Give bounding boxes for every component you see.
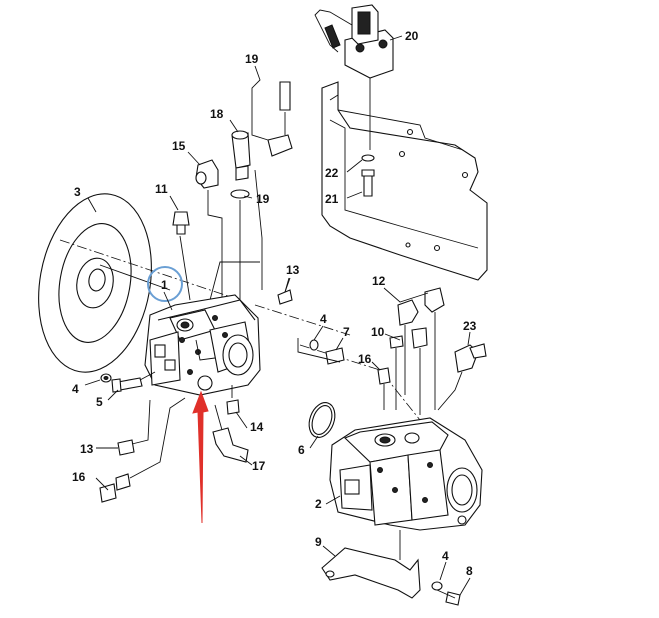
fitting-11 xyxy=(172,211,190,235)
label-16-left: 16 xyxy=(72,470,86,484)
label-18: 18 xyxy=(210,107,224,121)
pump-1 xyxy=(144,294,261,396)
red-arrow xyxy=(192,390,209,524)
bolt-21 xyxy=(361,169,375,197)
bolt-7 xyxy=(297,338,345,365)
washer-4-left xyxy=(100,373,112,383)
fitting-18 xyxy=(231,130,251,181)
label-12: 12 xyxy=(372,274,386,288)
highlight-circle xyxy=(147,266,183,302)
label-1: 1 xyxy=(161,278,168,292)
fitting-10 xyxy=(389,327,428,415)
label-2: 2 xyxy=(315,497,322,511)
washer-4-center xyxy=(309,339,319,351)
label-13-left: 13 xyxy=(80,442,94,456)
solenoid-valve xyxy=(314,4,394,150)
label-10: 10 xyxy=(371,325,385,339)
label-19-mid: 19 xyxy=(256,192,270,206)
label-8: 8 xyxy=(466,564,473,578)
coupling-plate xyxy=(38,193,241,373)
label-15: 15 xyxy=(172,139,186,153)
label-16-right: 16 xyxy=(358,352,372,366)
fitting-16-left xyxy=(99,397,186,503)
label-17: 17 xyxy=(252,459,266,473)
washer-4-bottom xyxy=(431,581,443,591)
label-5: 5 xyxy=(96,395,103,409)
fitting-13-left xyxy=(117,399,151,456)
label-13-top: 13 xyxy=(286,263,300,277)
label-11: 11 xyxy=(155,182,168,196)
label-7: 7 xyxy=(343,325,350,339)
elbow-17 xyxy=(212,404,249,463)
oring-6 xyxy=(308,402,336,438)
label-21: 21 xyxy=(325,192,339,206)
label-20: 20 xyxy=(405,29,419,43)
fitting-16-right xyxy=(377,367,391,410)
label-19-top: 19 xyxy=(245,52,259,66)
washer-22 xyxy=(361,154,375,162)
bracket-9 xyxy=(321,530,421,599)
elbow-fitting-23 xyxy=(437,343,487,411)
label-4-left: 4 xyxy=(72,382,79,396)
label-4-bottom: 4 xyxy=(442,549,449,563)
fitting-14 xyxy=(226,385,240,415)
pump-2 xyxy=(329,417,483,531)
label-4-center: 4 xyxy=(320,312,327,326)
bolt-5 xyxy=(111,371,156,393)
callout-labels: 1 20 19 18 15 22 11 3 19 21 13 12 4 23 7… xyxy=(72,29,477,578)
label-3: 3 xyxy=(74,185,81,199)
label-22: 22 xyxy=(325,166,339,180)
label-14: 14 xyxy=(250,420,264,434)
elbow-fitting-12 xyxy=(397,287,445,410)
banjo-bolt-19 xyxy=(267,81,293,157)
elbow-fitting-15 xyxy=(195,159,219,189)
callout-leaders xyxy=(84,35,471,596)
label-23: 23 xyxy=(463,319,477,333)
label-6: 6 xyxy=(298,443,305,457)
bolt-8 xyxy=(436,589,461,606)
frame-bracket xyxy=(321,81,488,281)
label-9: 9 xyxy=(315,535,322,549)
